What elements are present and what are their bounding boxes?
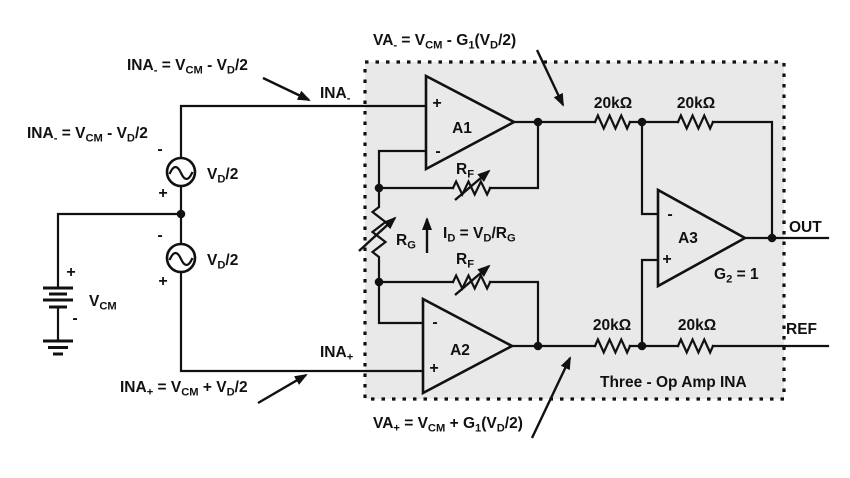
sign-a3-plus: + <box>662 251 671 268</box>
label-va-plus-equation: VA+ = VCM + G1(VD/2) <box>373 415 523 435</box>
sign-battery-plus: + <box>66 264 75 281</box>
resistors <box>358 112 715 356</box>
sign-src-top-plus: + <box>158 185 167 202</box>
label-rf-bottom: RF <box>456 251 474 271</box>
label-20k-top-2: 20kΩ <box>677 95 715 112</box>
wire-a1-feedback-right <box>488 120 540 190</box>
arrow-va-plus-icon <box>530 356 572 439</box>
label-vd2-top: VD/2 <box>207 166 238 186</box>
sign-a3-minus: - <box>667 206 672 223</box>
junction-dot <box>176 209 186 219</box>
resistor-20k-bottom-1 <box>593 336 632 356</box>
label-20k-top-1: 20kΩ <box>594 95 632 112</box>
label-box-title: Three - Op Amp INA <box>600 374 747 391</box>
sign-a2-minus: - <box>432 314 437 331</box>
label-node-ina-minus: INA- <box>320 85 351 105</box>
ground-icon <box>43 339 73 356</box>
annotation-arrows <box>257 49 572 439</box>
resistor-rf-top <box>451 178 492 198</box>
resistor-rg <box>370 186 388 284</box>
junction-dot <box>374 183 384 193</box>
sign-a1-minus: - <box>435 143 440 160</box>
sign-battery-minus: - <box>72 310 77 327</box>
rf-top-variable-arrow-icon <box>454 169 491 201</box>
wire-ina-minus <box>179 104 428 160</box>
opamp-a3 <box>656 187 748 289</box>
junction-dots <box>176 117 777 351</box>
label-vd2-bottom: VD/2 <box>207 252 238 272</box>
label-a1: A1 <box>452 120 472 137</box>
arrow-va-minus-icon <box>535 49 565 107</box>
label-20k-bottom-2: 20kΩ <box>678 317 716 334</box>
label-id-current-equation: ID = VD/RG <box>443 225 516 245</box>
label-vcm: VCM <box>89 293 117 313</box>
resistor-20k-top-1 <box>593 112 632 132</box>
label-ina-plus-equation: INA+ = VCM + VD/2 <box>120 379 248 399</box>
wire-battery-branch <box>56 212 184 290</box>
sign-src-bottom-plus: + <box>158 273 167 290</box>
label-rf-top: RF <box>456 161 474 181</box>
sign-src-bottom-minus: - <box>157 227 162 244</box>
wire-a2-feedback-right <box>488 280 540 348</box>
junction-dot <box>374 277 384 287</box>
opamp-a2 <box>421 296 515 396</box>
arrow-ina-minus-eq-icon <box>262 76 311 102</box>
label-va-minus-equation: VA- = VCM - G1(VD/2) <box>373 32 516 52</box>
label-ina-minus-equation-top: INA- = VCM - VD/2 <box>127 57 248 77</box>
wire-ina-plus <box>179 270 425 373</box>
junction-dot <box>637 117 647 127</box>
source-vd2-bottom-icon <box>165 242 197 274</box>
label-a2: A2 <box>450 342 470 359</box>
wire-a3-noninverting <box>640 258 660 348</box>
rg-variable-arrow-icon <box>358 216 397 252</box>
opamp-a1 <box>424 73 517 172</box>
wire-a2-inverting <box>377 280 425 325</box>
battery-vcm-icon <box>43 286 73 309</box>
label-ina-minus-equation-left: INA- = VCM - VD/2 <box>27 125 148 145</box>
label-node-ina-plus: INA+ <box>320 344 354 364</box>
label-20k-bottom-1: 20kΩ <box>593 317 631 334</box>
junction-dot <box>533 341 543 351</box>
junction-dot <box>767 233 777 243</box>
label-ref: REF <box>786 321 817 338</box>
wire-a3-inverting <box>640 120 660 216</box>
wires <box>56 104 830 373</box>
junction-dot <box>637 341 647 351</box>
resistor-20k-top-2 <box>676 112 715 132</box>
resistor-20k-bottom-2 <box>676 336 715 356</box>
sine-icon <box>168 251 194 267</box>
source-vd2-top-icon <box>165 156 197 188</box>
wire-a1-inverting <box>377 149 428 190</box>
sign-a1-plus: + <box>432 95 441 112</box>
wire-a3-feedback <box>711 120 774 240</box>
sine-icon <box>168 165 194 181</box>
label-a3: A3 <box>678 230 698 247</box>
label-out: OUT <box>789 219 822 236</box>
arrow-ina-plus-eq-icon <box>257 373 308 405</box>
sign-a2-plus: + <box>429 360 438 377</box>
sign-src-top-minus: - <box>157 141 162 158</box>
junction-dot <box>533 117 543 127</box>
label-rg: RG <box>396 232 416 252</box>
label-g2-gain: G2 = 1 <box>714 266 759 286</box>
rf-bottom-variable-arrow-icon <box>454 264 491 296</box>
